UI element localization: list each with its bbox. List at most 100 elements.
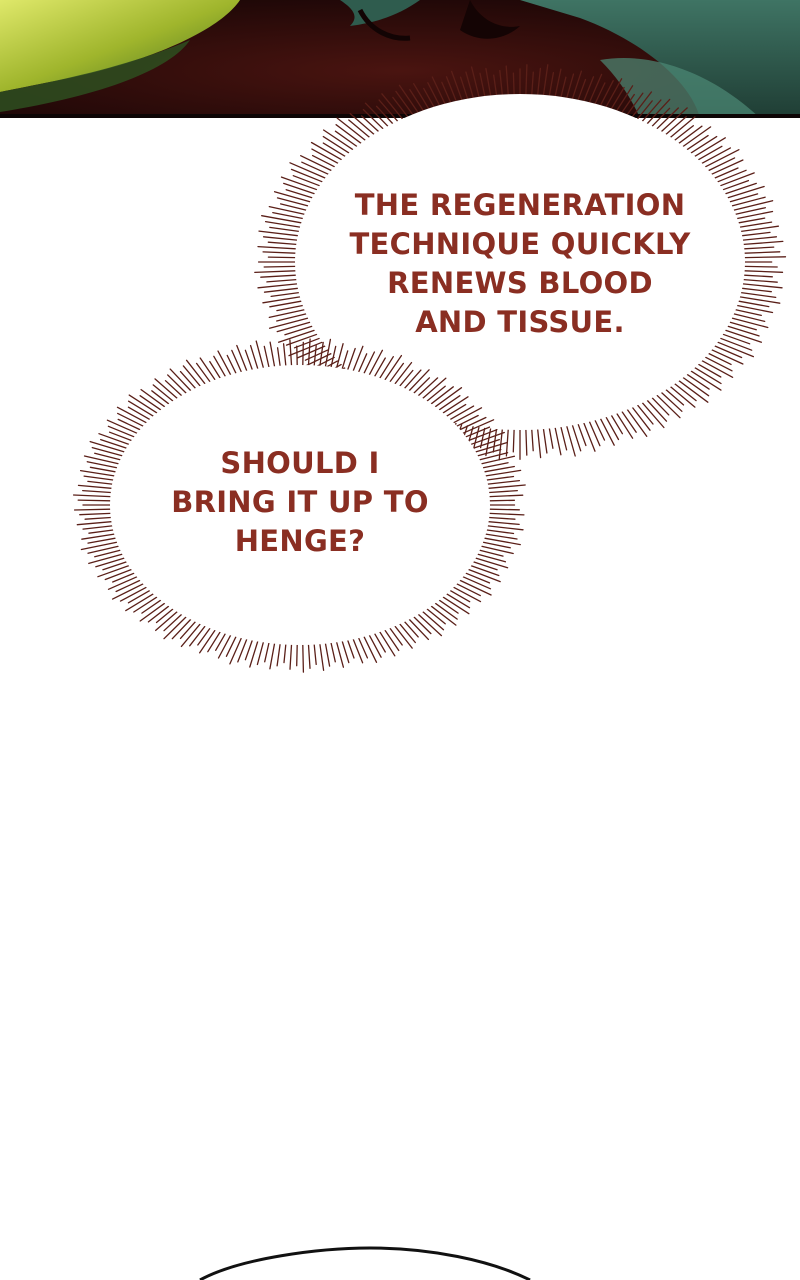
burst-line xyxy=(489,499,516,502)
burst-line xyxy=(485,533,518,540)
burst-line xyxy=(566,73,575,99)
burst-line xyxy=(483,537,521,546)
burst-line xyxy=(499,69,503,96)
burst-line xyxy=(167,374,187,394)
burst-line xyxy=(302,644,305,673)
burst-line xyxy=(276,304,304,312)
burst-line xyxy=(289,162,326,179)
burst-line xyxy=(686,134,709,151)
burst-line xyxy=(112,572,135,583)
burst-line xyxy=(736,304,774,314)
burst-line xyxy=(284,325,313,336)
burst-line xyxy=(493,74,498,96)
burst-line xyxy=(577,423,587,447)
burst-line xyxy=(348,119,371,138)
burst-line xyxy=(87,480,113,485)
burst-line xyxy=(163,613,183,632)
burst-line xyxy=(319,341,324,367)
burst-line xyxy=(404,369,422,389)
burst-line xyxy=(182,365,201,387)
burst-line xyxy=(641,99,662,122)
burst-line xyxy=(711,349,744,365)
burst-line xyxy=(417,377,439,397)
burst-line xyxy=(708,352,732,366)
burst-line xyxy=(665,116,687,135)
burst-line xyxy=(489,512,525,516)
burst-line xyxy=(267,256,296,259)
burst-line xyxy=(374,633,386,653)
burst-line xyxy=(125,593,154,612)
burst-line xyxy=(467,568,501,583)
burst-line xyxy=(81,533,115,540)
burst-line xyxy=(277,329,316,343)
burst-line xyxy=(717,169,747,183)
burst-line xyxy=(276,321,311,333)
burst-line xyxy=(477,553,507,563)
burst-line xyxy=(226,354,237,374)
burst-line xyxy=(261,215,302,224)
burst-line xyxy=(269,643,276,670)
burst-line xyxy=(480,455,516,465)
burst-line xyxy=(395,90,414,116)
burst-line xyxy=(268,309,305,319)
burst-line xyxy=(482,541,511,549)
burst-line xyxy=(285,189,313,199)
burst-line xyxy=(542,64,549,96)
burst-line xyxy=(714,167,739,179)
burst-line xyxy=(268,317,309,329)
burst-line xyxy=(237,638,248,663)
burst-line xyxy=(319,643,325,671)
burst-line xyxy=(453,586,482,603)
burst-line xyxy=(445,76,457,102)
burst-line xyxy=(741,231,771,237)
burst-line xyxy=(733,200,774,211)
burst-line xyxy=(741,287,772,293)
burst-line xyxy=(256,641,264,666)
burst-line xyxy=(330,345,337,368)
burst-line xyxy=(422,611,445,631)
burst-line xyxy=(459,76,469,100)
burst-line xyxy=(682,376,710,397)
burst-line xyxy=(107,576,138,590)
burst-line xyxy=(488,489,518,494)
burst-line xyxy=(358,637,369,659)
burst-line xyxy=(656,394,681,419)
burst-line xyxy=(588,421,601,447)
burst-line xyxy=(438,395,461,411)
burst-line xyxy=(280,176,318,191)
burst-line xyxy=(276,313,307,322)
burst-line xyxy=(735,207,766,215)
burst-line xyxy=(482,462,509,469)
burst-line xyxy=(646,399,668,422)
burst-line xyxy=(311,154,336,168)
burst-line xyxy=(352,345,364,372)
burst-line xyxy=(97,565,130,578)
burst-line xyxy=(244,349,253,371)
burst-line xyxy=(599,418,615,446)
burst-line xyxy=(651,107,671,127)
burst-line xyxy=(449,405,475,421)
burst-line xyxy=(479,427,486,449)
burst-line xyxy=(599,80,614,106)
burst-line xyxy=(363,636,378,663)
thought-bubble-2-text: SHOULD I BRING IT UP TO HENGE? xyxy=(171,446,429,558)
burst-line xyxy=(742,283,783,289)
burst-line xyxy=(472,438,500,449)
burst-line xyxy=(525,429,528,456)
burst-line xyxy=(479,452,509,461)
burst-line xyxy=(375,105,394,125)
burst-line xyxy=(147,605,170,623)
burst-line xyxy=(262,236,298,241)
burst-line xyxy=(456,583,481,597)
burst-line xyxy=(270,291,300,298)
burst-line xyxy=(98,433,130,445)
burst-line xyxy=(701,360,734,378)
burst-line xyxy=(583,422,596,452)
burst-line xyxy=(197,627,211,646)
burst-line xyxy=(731,196,766,207)
burst-line xyxy=(267,241,297,246)
next-panel-edge xyxy=(199,1246,531,1280)
burst-line xyxy=(722,179,750,191)
burst-line xyxy=(87,545,120,554)
burst-line xyxy=(459,579,492,596)
